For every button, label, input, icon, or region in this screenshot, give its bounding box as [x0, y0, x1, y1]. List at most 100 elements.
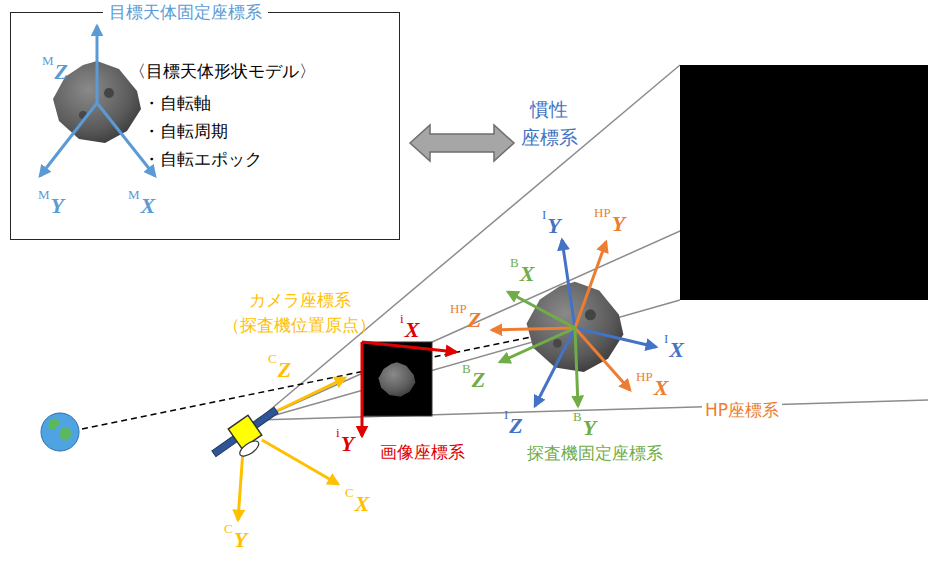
system-label: 慣性 座標系 — [517, 96, 582, 151]
axis-label: HPX — [636, 370, 668, 399]
axis-arrow — [238, 450, 243, 520]
axis-letter: Z — [472, 362, 485, 391]
axis-superscript: HP — [594, 206, 611, 219]
axis-arrow — [500, 328, 575, 362]
image-frame — [362, 342, 432, 416]
axis-letter: X — [355, 486, 370, 515]
axis-arrow — [361, 342, 364, 436]
view-frustum — [258, 65, 928, 420]
axis-label: HPY — [594, 206, 625, 235]
axis-label: iY — [336, 426, 354, 455]
axis-superscript: HP — [636, 370, 653, 383]
axis-letter: Z — [278, 352, 291, 381]
axis-superscript: i — [336, 426, 340, 439]
asteroid-image — [379, 362, 416, 396]
axis-superscript: M — [38, 188, 50, 201]
antenna-dish — [237, 438, 261, 459]
axis-letter: Y — [612, 206, 625, 235]
axis-label: BZ — [462, 362, 485, 391]
axis-letter: X — [405, 312, 420, 341]
image-axes — [362, 342, 456, 436]
axis-arrow — [492, 328, 575, 330]
earth-globe — [41, 413, 79, 451]
axis-superscript: i — [400, 312, 404, 325]
system-label: 探査機固定座標系 — [527, 441, 663, 466]
panel-box: 目標天体固定座標系〈目標天体形状モデル〉・自転軸・自転周期・自転エポック — [10, 12, 400, 240]
far-plane — [680, 65, 928, 300]
axis-label: IX — [664, 332, 684, 361]
axis-arrow — [262, 440, 338, 484]
axis-superscript: I — [542, 208, 546, 221]
double-arrow — [410, 125, 514, 161]
axis-letter: X — [141, 188, 156, 217]
bullet-item: ・自転エポック — [143, 147, 262, 171]
axis-label: BX — [510, 256, 534, 285]
axis-arrow — [96, 26, 99, 103]
crater — [104, 88, 114, 98]
bullet-item: ・自転周期 — [143, 119, 228, 143]
axis-letter: Z — [468, 302, 481, 331]
axis-superscript: B — [462, 362, 471, 375]
axis-label: MX — [128, 188, 155, 217]
axis-arrow — [535, 328, 575, 406]
axis-arrow — [508, 292, 575, 328]
axis-label: BY — [573, 410, 596, 439]
axis-label: HPZ — [450, 302, 481, 331]
axis-label: CX — [345, 486, 369, 515]
axis-superscript: HP — [450, 302, 467, 315]
axis-superscript: B — [573, 410, 582, 423]
axis-label: IY — [542, 208, 561, 237]
model-heading: 〈目標天体形状モデル〉 — [129, 59, 316, 83]
axis-superscript: B — [510, 256, 519, 269]
axis-letter: Y — [547, 208, 560, 237]
axis-superscript: I — [664, 332, 668, 345]
earth-land — [48, 418, 60, 430]
axis-superscript: M — [128, 188, 140, 201]
axis-superscript: C — [345, 486, 354, 499]
system-label: カメラ座標系 （探査機位置原点） — [218, 288, 381, 337]
axis-label: IZ — [504, 408, 523, 437]
axis-letter: Y — [341, 426, 354, 455]
asteroid-shape — [379, 362, 416, 396]
axis-superscript: C — [268, 352, 277, 365]
system-label: HP座標系 — [702, 398, 782, 423]
axis-label: CY — [224, 522, 247, 551]
solar-panel — [212, 436, 237, 457]
bullet-item: ・自転軸 — [143, 91, 211, 115]
axis-label: iX — [400, 312, 419, 341]
solar-panel — [253, 407, 278, 428]
system-label: 画像座標系 — [380, 440, 465, 465]
axis-letter: Z — [509, 408, 522, 437]
earth-icon — [41, 413, 79, 451]
axis-arrow — [575, 242, 606, 328]
crater — [585, 309, 596, 320]
frustum-edge — [258, 65, 680, 420]
axis-letter: X — [669, 332, 684, 361]
camera-axes — [238, 378, 345, 520]
axis-superscript: I — [504, 408, 508, 421]
axis-arrow — [575, 328, 656, 347]
axis-letter: X — [520, 256, 535, 285]
axis-letter: Y — [51, 188, 64, 217]
body-axes — [492, 240, 656, 406]
axis-arrow — [575, 328, 578, 406]
axis-label: MY — [38, 188, 64, 217]
panel-title: 目標天体固定座標系 — [103, 0, 268, 24]
axis-superscript: M — [42, 54, 54, 67]
axis-label: CZ — [268, 352, 291, 381]
axis-letter: Z — [55, 54, 68, 83]
axis-arrow — [562, 240, 575, 328]
earth-land — [60, 428, 72, 441]
earth-line — [82, 328, 575, 429]
axis-superscript: C — [224, 522, 233, 535]
axis-arrow — [575, 328, 630, 390]
axis-letter: X — [654, 370, 669, 399]
model-axes — [40, 26, 155, 176]
axis-arrow — [362, 342, 456, 352]
spacecraft-icon — [207, 400, 288, 471]
crater — [553, 339, 562, 348]
axis-letter: Y — [234, 522, 247, 551]
axis-label: MZ — [42, 54, 68, 83]
axis-arrow — [40, 103, 97, 176]
